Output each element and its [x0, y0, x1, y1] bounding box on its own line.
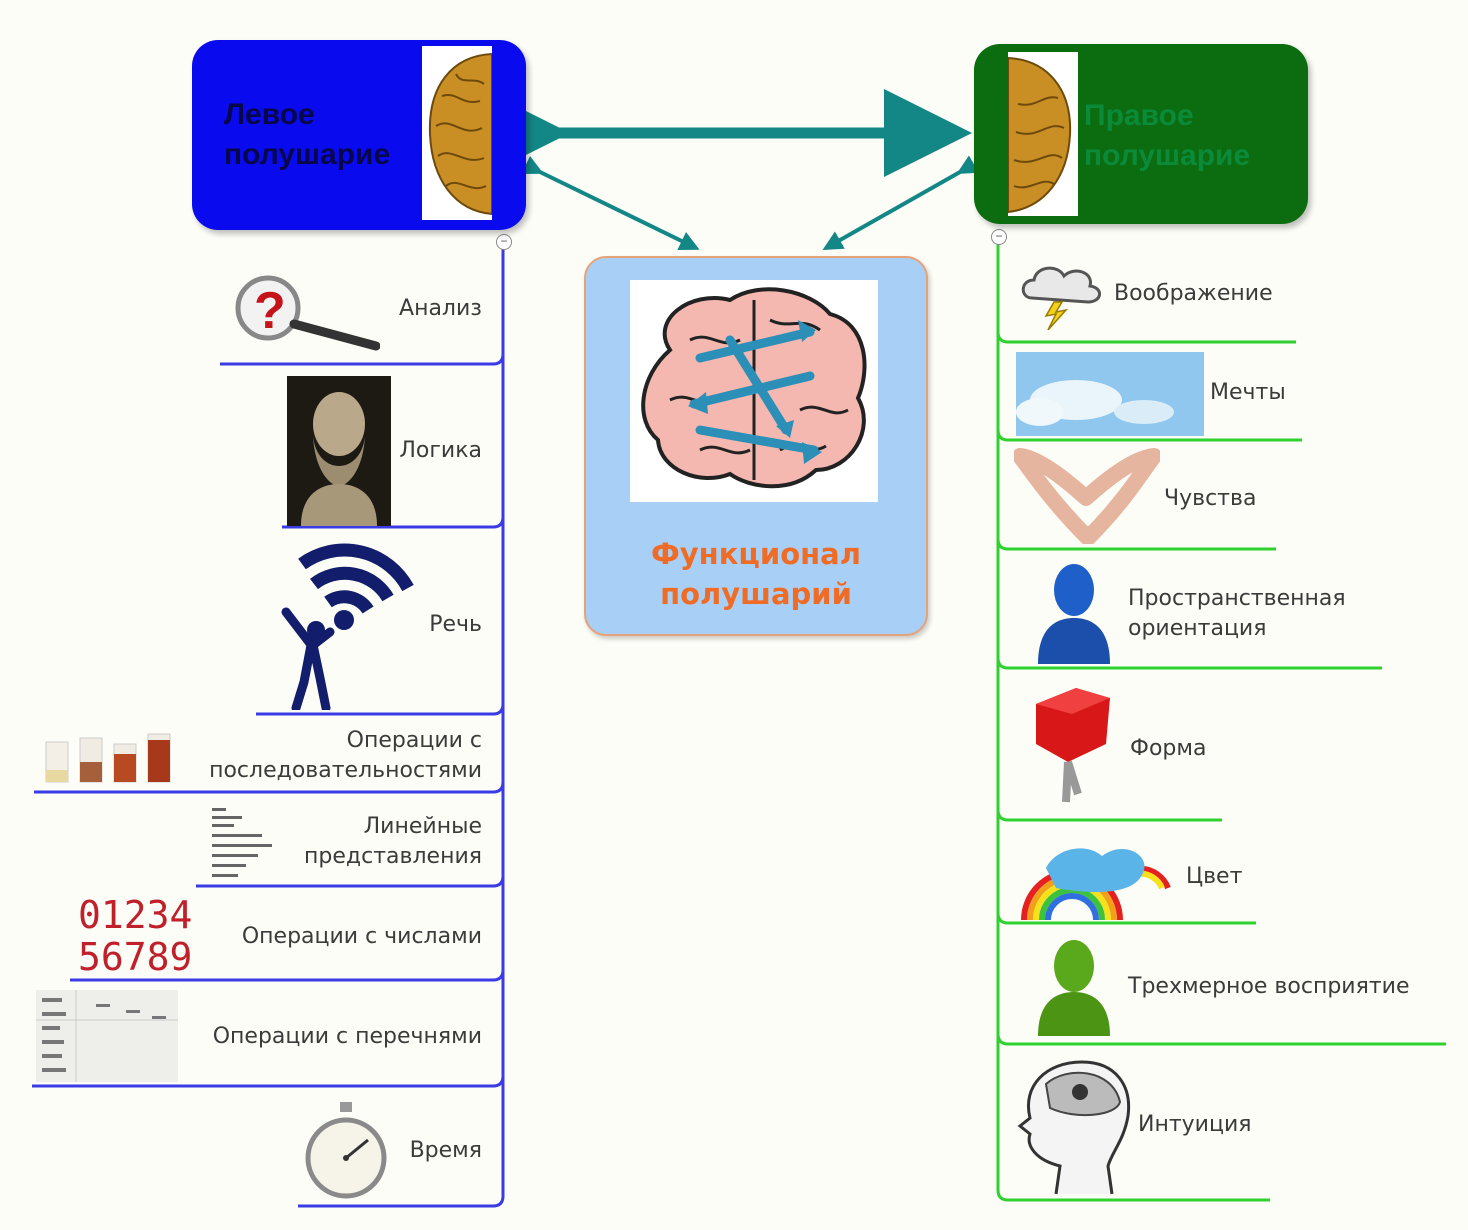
- sequences-line1: Операции с: [346, 728, 482, 753]
- digits-icon: 01234 56789: [78, 894, 212, 978]
- right-item-spatial[interactable]: Пространственная ориентация: [1128, 584, 1346, 644]
- socrates-bust-icon: [287, 376, 391, 526]
- head-brain-icon: [1016, 1056, 1134, 1196]
- digits-line1: 01234: [78, 893, 193, 937]
- left-item-linear[interactable]: Линейные представления: [276, 812, 482, 872]
- speaking-person-icon: [276, 542, 416, 713]
- right-brain-icon: [1008, 52, 1078, 216]
- right-item-dreams[interactable]: Мечты: [1210, 380, 1286, 405]
- digits-line2: 56789: [78, 935, 193, 979]
- center-title: Функционал полушарий: [586, 534, 926, 614]
- left-title-line1: Левое: [224, 98, 315, 131]
- left-item-sequences[interactable]: Операции с последовательностями: [170, 726, 482, 786]
- right-hemisphere-node[interactable]: Правое полушарие: [974, 44, 1308, 224]
- storm-cloud-icon: [1018, 258, 1104, 331]
- red-cube-icon: [1026, 684, 1122, 808]
- left-branch-spine: [492, 240, 505, 1208]
- center-title-line1: Функционал: [651, 537, 861, 571]
- spatial-line2: ориентация: [1128, 616, 1267, 641]
- right-title-line2: полушарие: [1084, 139, 1251, 172]
- linear-line2: представления: [304, 844, 482, 869]
- left-item-numbers[interactable]: Операции с числами: [241, 924, 482, 949]
- brain-arrows-icon: [630, 280, 878, 502]
- left-title-line2: полушарие: [224, 138, 391, 171]
- magnifier-question-icon: ?: [230, 272, 381, 352]
- stopwatch-icon: [304, 1100, 388, 1200]
- right-branch-spine: [996, 236, 1009, 1202]
- list-document-icon: [36, 990, 178, 1082]
- left-item-speech[interactable]: Речь: [429, 612, 482, 637]
- left-item-time[interactable]: Время: [409, 1138, 482, 1163]
- left-brain-icon: [422, 46, 492, 220]
- right-center-arrow: [822, 155, 979, 250]
- left-collapse-button[interactable]: −: [496, 234, 512, 250]
- left-branch-underlines: [32, 353, 505, 1208]
- rainbow-icon: [1016, 828, 1172, 921]
- linear-line1: Линейные: [363, 814, 482, 839]
- right-title-line1: Правое: [1084, 99, 1194, 132]
- right-item-intuition[interactable]: Интуиция: [1138, 1112, 1252, 1137]
- spatial-line1: Пространственная: [1128, 586, 1346, 611]
- right-item-color[interactable]: Цвет: [1186, 864, 1243, 889]
- heart-hands-icon: [1012, 448, 1162, 546]
- left-item-logic[interactable]: Логика: [399, 438, 482, 463]
- left-hemisphere-title: Левое полушарие: [224, 95, 390, 175]
- right-hemisphere-title: Правое полушарие: [1084, 96, 1250, 176]
- blue-figure-icon: [1030, 560, 1114, 664]
- right-item-feelings[interactable]: Чувства: [1164, 486, 1257, 511]
- right-item-form[interactable]: Форма: [1130, 736, 1207, 761]
- right-branch-underlines: [996, 331, 1446, 1202]
- green-figure-icon: [1030, 936, 1114, 1036]
- left-item-lists[interactable]: Операции с перечнями: [212, 1024, 482, 1049]
- sequences-line2: последовательностями: [209, 758, 482, 783]
- left-item-analysis[interactable]: Анализ: [399, 296, 482, 321]
- left-center-arrow: [521, 156, 700, 250]
- sky-clouds-icon: [1016, 352, 1204, 436]
- right-collapse-button[interactable]: −: [991, 229, 1007, 245]
- right-item-3d[interactable]: Трехмерное восприятие: [1128, 974, 1410, 999]
- left-hemisphere-node[interactable]: Левое полушарие: [192, 40, 526, 230]
- glasses-sequence-icon: [42, 718, 176, 786]
- center-title-line2: полушарий: [660, 577, 852, 611]
- linear-list-icon: [206, 804, 282, 884]
- right-item-imagination[interactable]: Воображение: [1114, 281, 1273, 306]
- svg-text:?: ?: [254, 282, 286, 340]
- center-node[interactable]: Функционал полушарий: [584, 256, 928, 636]
